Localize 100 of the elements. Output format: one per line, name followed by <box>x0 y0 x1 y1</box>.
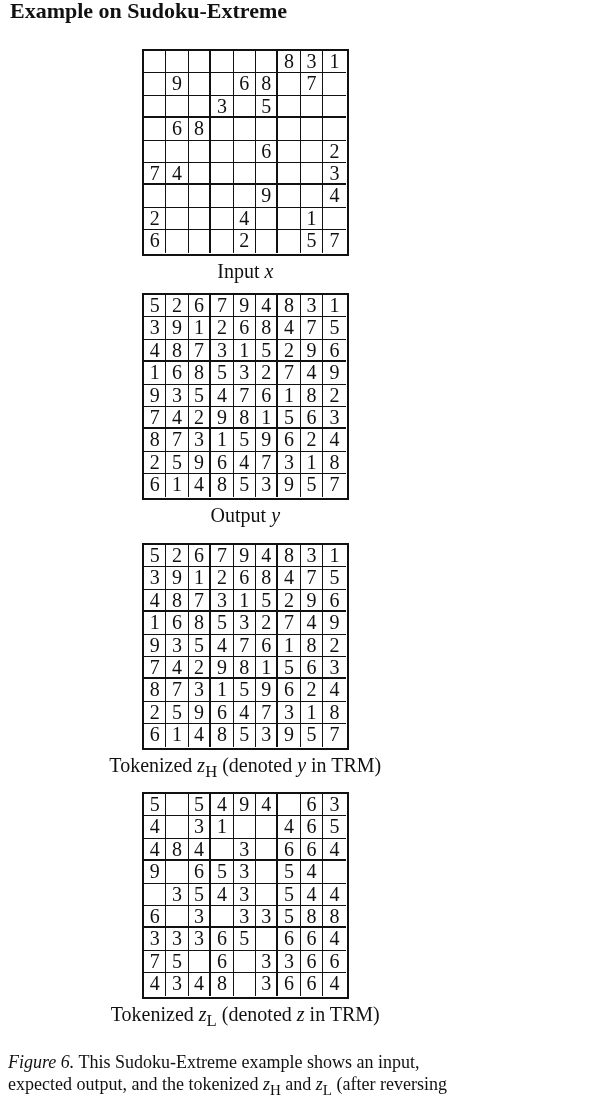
grid-cell: 9 <box>256 429 279 452</box>
empty-cell <box>188 163 212 186</box>
grid-cell: 8 <box>211 474 234 497</box>
grid-cell: 3 <box>278 701 301 725</box>
grid-cell: 7 <box>188 589 212 613</box>
grid-cell: 7 <box>233 634 256 657</box>
grid-cell: 5 <box>233 679 256 702</box>
grid-cell: 3 <box>166 883 189 906</box>
grid-cell: 9 <box>278 474 301 497</box>
grid-cell: 7 <box>211 545 234 568</box>
grid-cell: 2 <box>256 612 279 635</box>
grid-cell: 3 <box>278 950 301 974</box>
grid-cell: 7 <box>323 474 346 497</box>
grid-cell: 2 <box>144 701 167 725</box>
grid-cell: 1 <box>211 429 234 452</box>
grid-cell: 9 <box>233 794 256 817</box>
grid-cell: 4 <box>323 838 346 862</box>
grid-cell: 8 <box>278 295 301 318</box>
grid-cell: 5 <box>144 545 167 568</box>
grid-cell: 7 <box>233 384 256 407</box>
grid-cell: 6 <box>323 950 346 974</box>
empty-cell <box>144 185 167 208</box>
grid-cell: 7 <box>278 612 301 635</box>
grid-cell: 5 <box>166 950 189 974</box>
grid-cell: 9 <box>188 451 212 475</box>
grid-cell: 2 <box>300 429 324 452</box>
grid-cell: 6 <box>188 545 212 568</box>
grid-cell: 6 <box>278 679 301 702</box>
sudoku-grid <box>142 792 349 999</box>
grid-cell: 2 <box>233 230 256 253</box>
grid-cell: 8 <box>166 838 189 862</box>
empty-cell <box>300 140 324 163</box>
grid-cell: 9 <box>211 407 234 430</box>
grid-cell: 3 <box>233 612 256 635</box>
grid-cell: 8 <box>233 657 256 680</box>
grid-cell: 6 <box>233 73 256 96</box>
grid-cell: 2 <box>323 634 346 657</box>
grid-cell: 6 <box>300 838 324 862</box>
grid-cell: 6 <box>188 861 212 884</box>
grid-cell: 2 <box>300 679 324 702</box>
empty-cell <box>278 73 301 96</box>
grid-cell: 7 <box>256 701 279 725</box>
grid-cell: 8 <box>166 339 189 363</box>
grid-cell: 3 <box>278 451 301 475</box>
empty-cell <box>300 185 324 208</box>
grid-cell: 3 <box>300 295 324 318</box>
empty-cell <box>166 95 189 119</box>
grid-cell: 5 <box>211 612 234 635</box>
figure-title: Example on Sudoku-Extreme <box>10 0 288 24</box>
grid-cell: 5 <box>300 724 324 747</box>
grid-cell: 7 <box>278 362 301 385</box>
grid-cell: 7 <box>323 724 346 747</box>
grid-cell: 4 <box>188 973 212 996</box>
grid-cell: 4 <box>300 612 324 635</box>
grid-cell: 2 <box>256 362 279 385</box>
grid-cell: 3 <box>233 906 256 929</box>
grid-cell: 9 <box>256 185 279 208</box>
grid-cell: 3 <box>323 163 346 186</box>
empty-cell <box>211 185 234 208</box>
grid-cell: 4 <box>211 794 234 817</box>
grid-cell: 5 <box>256 339 279 363</box>
grid-cell: 2 <box>166 545 189 568</box>
empty-cell <box>278 118 301 141</box>
empty-cell <box>256 883 279 906</box>
grid-cell: 6 <box>211 950 234 974</box>
empty-cell <box>166 207 189 231</box>
grid-cell: 9 <box>144 861 167 884</box>
empty-cell <box>188 73 212 96</box>
sudoku-grid <box>142 543 349 750</box>
grid-cell: 3 <box>144 317 167 340</box>
grid-cell: 6 <box>278 973 301 996</box>
grid-cell: 9 <box>278 724 301 747</box>
grid-cell: 2 <box>323 140 346 163</box>
empty-cell <box>144 51 167 74</box>
grid-cell: 4 <box>211 883 234 906</box>
grid-cell: 6 <box>211 451 234 475</box>
grid-cell: 5 <box>278 861 301 884</box>
grid-cell: 5 <box>278 407 301 430</box>
grid-cell: 5 <box>211 362 234 385</box>
empty-cell <box>278 95 301 119</box>
grid-cell: 4 <box>278 317 301 340</box>
grid-cell: 4 <box>144 973 167 996</box>
sudoku-grid <box>142 293 349 500</box>
grid-cell: 2 <box>188 657 212 680</box>
grid-cell: 7 <box>144 657 167 680</box>
grid-cell: 1 <box>323 295 346 318</box>
grid-cell: 5 <box>166 701 189 725</box>
grid-cell: 8 <box>166 589 189 613</box>
grid-cell: 2 <box>188 407 212 430</box>
grid-cell: 7 <box>144 950 167 974</box>
grid-cell: 4 <box>211 634 234 657</box>
empty-cell <box>256 816 279 839</box>
grid-cell: 8 <box>188 362 212 385</box>
grid-cell: 4 <box>300 861 324 884</box>
grid-cell: 4 <box>144 838 167 862</box>
grid-cell: 4 <box>144 589 167 613</box>
grid-cell: 3 <box>300 51 324 74</box>
sudoku-grid <box>142 49 349 256</box>
empty-cell <box>188 185 212 208</box>
empty-cell <box>166 861 189 884</box>
